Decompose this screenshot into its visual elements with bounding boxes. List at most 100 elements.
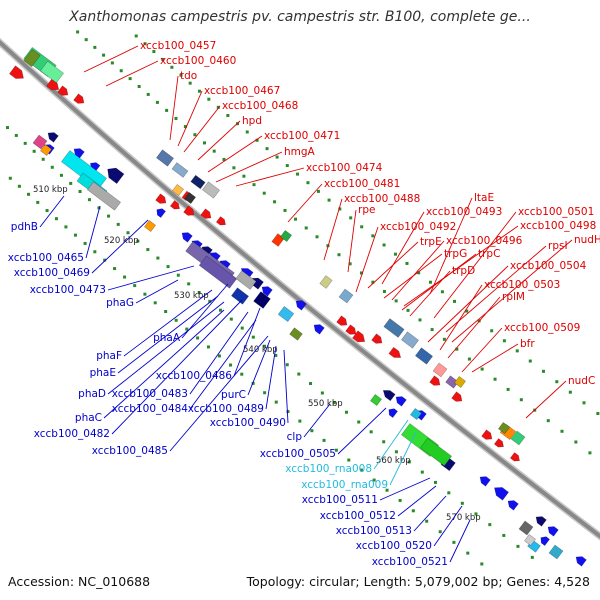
forward-gene-17 <box>451 391 463 402</box>
track-dot <box>110 61 114 65</box>
forward-block-4 <box>171 162 189 178</box>
track-dot <box>393 252 397 256</box>
forward-block-12-shape <box>338 288 354 304</box>
forward-block-16-shape <box>432 362 448 378</box>
track-dot <box>245 130 249 134</box>
forward-label-20-leader <box>409 270 451 317</box>
track-dot <box>103 258 107 262</box>
track-dot <box>420 470 424 474</box>
track-dot <box>229 317 233 321</box>
forward-label-11-leader <box>347 209 357 273</box>
forward-label-22: rpsI <box>548 240 568 252</box>
tick-label-3: 540 kbp <box>243 345 278 355</box>
forward-label-17-leader <box>391 240 445 301</box>
track-dot <box>166 265 170 269</box>
track-dot <box>309 381 313 385</box>
reverse-block-17-shape <box>518 520 534 536</box>
reverse-block-20-shape <box>523 533 537 547</box>
track-dot <box>488 523 492 527</box>
track-dot <box>418 318 422 322</box>
track-dot <box>93 45 97 49</box>
track-dot <box>153 301 157 305</box>
track-dot <box>555 380 559 384</box>
forward-label-8-leader <box>235 167 305 187</box>
track-dot <box>466 551 470 555</box>
track-dot <box>152 50 156 54</box>
reverse-gene-23-shape <box>507 500 519 511</box>
track-dot <box>197 291 201 295</box>
reverse-block-20 <box>523 533 537 547</box>
reverse-gene-4-shape <box>107 167 125 185</box>
track-dot <box>515 349 519 353</box>
track-dot <box>217 354 221 358</box>
forward-label-9: xccb100_0481 <box>324 178 400 190</box>
forward-block-3-shape <box>155 149 175 167</box>
track-dot <box>41 157 45 161</box>
reverse-gene-25 <box>547 526 559 537</box>
reverse-block-11 <box>143 219 157 233</box>
track-dot <box>93 250 97 254</box>
track-dot <box>385 488 389 492</box>
forward-block-7-shape <box>171 183 185 197</box>
track-dot <box>447 491 451 495</box>
track-dot <box>405 261 409 265</box>
reverse-gene-21-shape <box>479 476 491 487</box>
track-dot <box>285 363 289 367</box>
forward-gene-14 <box>371 333 383 344</box>
reverse-block-15-shape <box>419 437 453 467</box>
forward-label-6-leader <box>207 135 263 173</box>
track-dot <box>344 410 348 414</box>
track-dot <box>382 440 386 444</box>
track-dot <box>185 327 189 331</box>
forward-gene-5-shape <box>155 193 167 204</box>
forward-gene-4-shape <box>73 93 85 104</box>
forward-gene-9 <box>215 216 226 226</box>
topology-summary: Topology: circular; Length: 5,079,002 bp… <box>246 574 590 589</box>
reverse-gene-25-shape <box>547 526 559 537</box>
reverse-block-8-shape <box>253 291 271 309</box>
forward-label-2-leader <box>169 75 179 141</box>
track-dot <box>357 420 361 424</box>
reverse-label-10: xccb100_0482 <box>34 428 110 440</box>
reverse-gene-0 <box>47 132 59 143</box>
forward-gene-6-shape <box>169 200 180 210</box>
track-dot <box>506 387 510 391</box>
forward-label-27-leader <box>461 327 503 373</box>
track-dot <box>119 69 123 73</box>
reverse-label-3: xccb100_0473 <box>30 284 106 296</box>
reverse-gene-14 <box>295 300 307 311</box>
track-dot <box>502 533 506 537</box>
forward-block-13-shape <box>383 318 405 338</box>
forward-block-5-shape <box>190 174 206 190</box>
forward-gene-16 <box>429 375 441 386</box>
forward-label-13: xccb100_0493 <box>426 206 502 218</box>
track-dot <box>146 248 150 252</box>
forward-label-23-leader <box>451 239 573 343</box>
forward-block-1 <box>39 60 65 84</box>
forward-block-11-shape <box>319 275 333 289</box>
forward-gene-4 <box>73 93 85 104</box>
reverse-block-4 <box>39 143 53 157</box>
track-dot <box>87 198 91 202</box>
reverse-block-3-shape <box>32 134 48 150</box>
track-dot <box>327 198 331 202</box>
reverse-gene-22-shape <box>494 487 510 501</box>
track-dot <box>453 299 457 303</box>
track-dot <box>229 363 233 367</box>
reverse-label-11: xccb100_0483 <box>112 388 188 400</box>
reverse-block-6-shape <box>198 255 238 289</box>
forward-label-5-leader <box>197 120 241 161</box>
rna-label-1-leader <box>389 431 417 486</box>
gene-features <box>8 46 587 567</box>
track-dot <box>274 353 278 357</box>
forward-label-7: hmgA <box>284 146 316 158</box>
track-dot <box>84 38 88 42</box>
track-dot <box>174 318 178 322</box>
forward-block-18 <box>453 375 467 389</box>
track-dot <box>574 440 578 444</box>
forward-gene-0 <box>8 65 24 79</box>
reverse-label-5: phaA <box>153 332 181 344</box>
track-dot <box>170 65 174 69</box>
tick-label-6: 570 kbp <box>446 513 481 523</box>
forward-label-22-leader <box>445 245 547 333</box>
